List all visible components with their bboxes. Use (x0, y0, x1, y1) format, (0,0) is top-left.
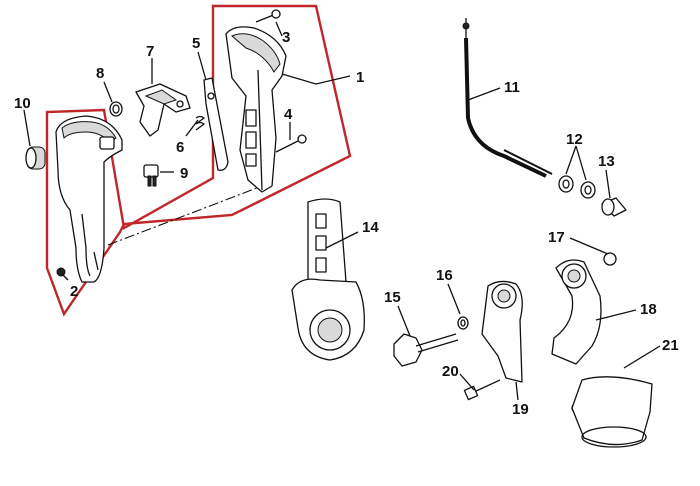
callout-19: 19 (512, 401, 529, 418)
callout-15: 15 (384, 289, 401, 306)
bolt-part-20 (463, 379, 501, 401)
nut-part-12a (558, 175, 574, 193)
sleeve-part (601, 197, 627, 217)
callout-8: 8 (96, 65, 104, 82)
handle-housing-part (225, 26, 287, 193)
clamp-half-part (551, 259, 602, 365)
callout-18: 18 (640, 301, 657, 318)
callout-21: 21 (662, 337, 679, 354)
throttle-trigger-part (135, 83, 191, 137)
assembly-highlight-outline (45, 4, 352, 317)
handle-grip-part (55, 115, 123, 283)
spring-part-6 (195, 115, 206, 131)
handle-mount-part (291, 198, 365, 361)
callout-3: 3 (282, 29, 290, 46)
washer-part (457, 316, 469, 330)
nut-part-17 (603, 252, 617, 266)
callout-17: 17 (548, 229, 565, 246)
callout-20: 20 (442, 363, 459, 380)
callout-13: 13 (598, 153, 615, 170)
callout-1: 1 (356, 69, 364, 86)
callout-9: 9 (180, 165, 188, 182)
callout-12: 12 (566, 131, 583, 148)
safety-lever-part (203, 77, 229, 171)
switch-part (143, 164, 159, 187)
end-cap-part (25, 146, 46, 170)
throttle-cable-part (462, 18, 553, 178)
callout-14: 14 (362, 219, 379, 236)
clamp-part (481, 280, 523, 383)
knob-part (393, 333, 459, 367)
callout-2: 2 (70, 283, 78, 300)
callout-5: 5 (192, 35, 200, 52)
callout-11: 11 (504, 79, 520, 96)
tube-sleeve-part (571, 376, 653, 448)
callout-6: 6 (176, 139, 184, 156)
screw-part-2 (56, 267, 66, 277)
callout-7: 7 (146, 43, 154, 60)
screw-part-4 (275, 134, 307, 153)
nut-part-12b (580, 181, 596, 199)
leader-lines (23, 21, 661, 401)
assembly-axis-line (107, 185, 263, 246)
callout-4: 4 (284, 106, 293, 123)
screw-part-3 (255, 9, 281, 23)
callout-16: 16 (436, 267, 453, 284)
callout-10: 10 (14, 95, 31, 112)
spring-part-8 (109, 101, 123, 117)
